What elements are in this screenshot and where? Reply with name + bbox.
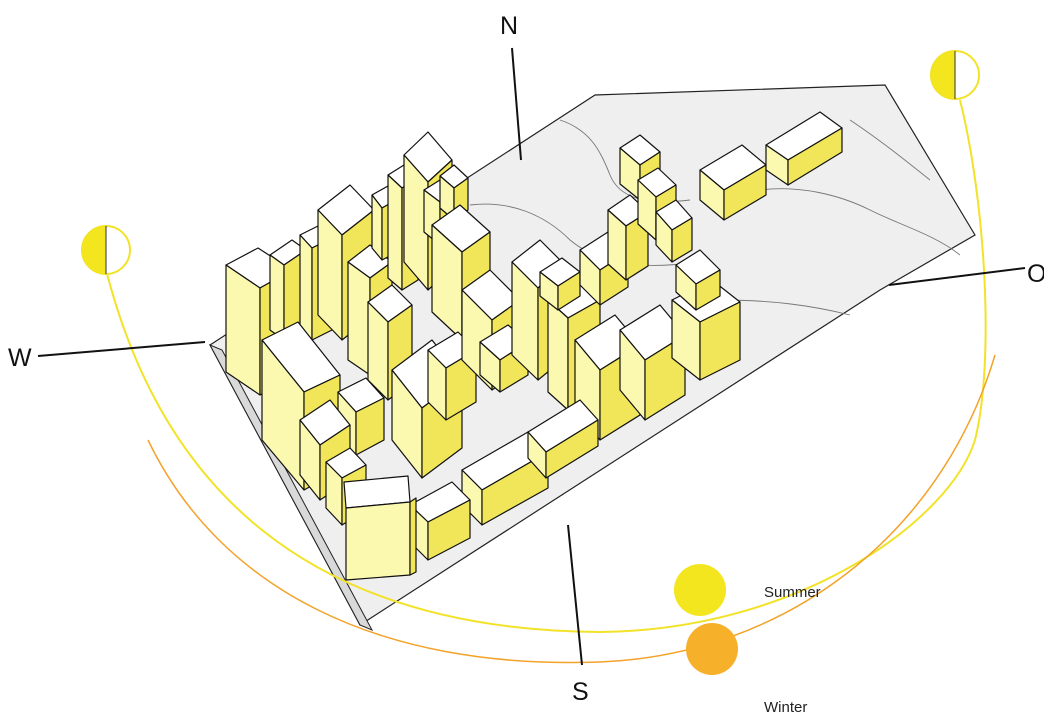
half-sun-icon <box>930 50 980 100</box>
building <box>461 431 549 526</box>
half-sun-icon <box>81 225 131 275</box>
building <box>343 475 417 581</box>
compass-south: S <box>572 678 589 706</box>
winter-sun-path <box>147 354 996 664</box>
summer-sun-path <box>105 99 987 634</box>
compass-east: O <box>1027 260 1044 288</box>
buildings <box>225 111 843 581</box>
building <box>675 249 721 311</box>
contour-lines <box>469 119 961 316</box>
building <box>527 399 599 479</box>
compass-lines <box>37 47 1026 666</box>
winter-sun-icon <box>686 623 738 675</box>
legend-summer: Summer <box>764 584 821 601</box>
building <box>655 199 693 263</box>
building <box>539 257 581 311</box>
compass-west: W <box>8 344 32 372</box>
building <box>699 144 767 221</box>
building <box>765 111 843 186</box>
compass-north: N <box>500 12 518 40</box>
legend-winter: Winter <box>764 699 807 716</box>
summer-sun-icon <box>674 564 726 616</box>
